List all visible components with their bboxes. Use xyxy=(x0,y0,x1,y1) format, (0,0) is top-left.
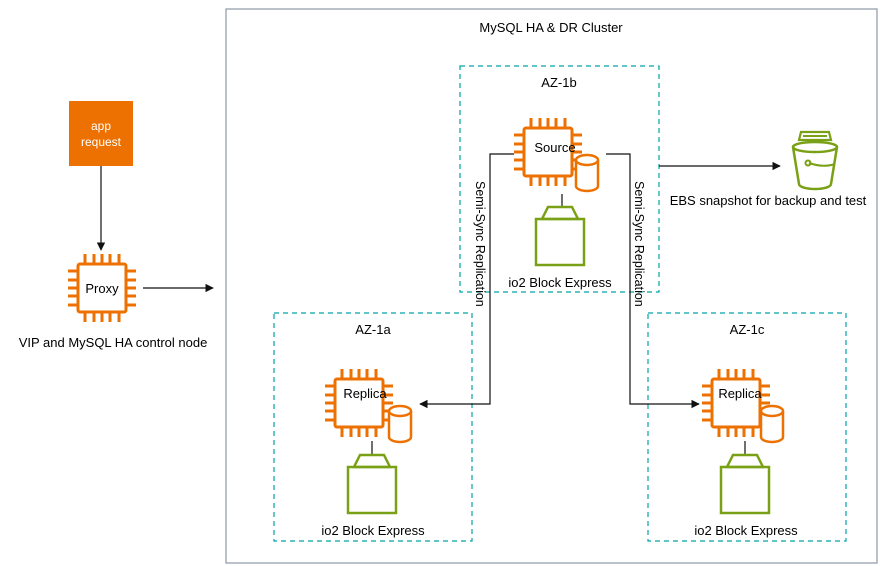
source-database-icon xyxy=(574,153,600,193)
replica-a-volume-label: io2 Block Express xyxy=(321,523,425,538)
replica-c-volume-icon xyxy=(719,453,771,515)
cluster-title: MySQL HA & DR Cluster xyxy=(479,20,623,35)
replica-a-label: Replica xyxy=(343,386,387,401)
replica-a-volume-icon xyxy=(346,453,398,515)
replica-a-chip-icon xyxy=(323,367,395,439)
replica-c-label: Replica xyxy=(718,386,762,401)
s3-bucket-icon xyxy=(791,130,839,191)
snapshot-label: EBS snapshot for backup and test xyxy=(670,193,867,208)
proxy-caption: VIP and MySQL HA control node xyxy=(19,335,208,350)
replication-arrow-to-az-1a xyxy=(419,153,514,409)
proxy-label: Proxy xyxy=(85,281,119,296)
source-label: Source xyxy=(534,140,575,155)
cluster-boundary xyxy=(225,8,878,564)
az-1a-box xyxy=(273,312,473,542)
replica-a-database-icon xyxy=(387,404,413,444)
replication-arrow-to-az-1c xyxy=(606,153,700,409)
az-1a-label: AZ-1a xyxy=(355,322,391,337)
app-request-box xyxy=(69,101,133,166)
replica-c-database-icon xyxy=(759,404,785,444)
app-request-line1: app xyxy=(91,119,111,133)
replication-left-label: Semi-Sync Replication xyxy=(473,181,487,307)
app-request-line2: request xyxy=(81,135,122,149)
source-volume-icon xyxy=(534,205,586,267)
replication-right-label: Semi-Sync Replication xyxy=(632,181,646,307)
az-1c-label: AZ-1c xyxy=(730,322,765,337)
replica-c-volume-label: io2 Block Express xyxy=(694,523,798,538)
az-1b-box xyxy=(459,65,660,293)
az-1b-label: AZ-1b xyxy=(541,75,576,90)
az-1c-box xyxy=(647,312,847,542)
source-volume-label: io2 Block Express xyxy=(508,275,612,290)
